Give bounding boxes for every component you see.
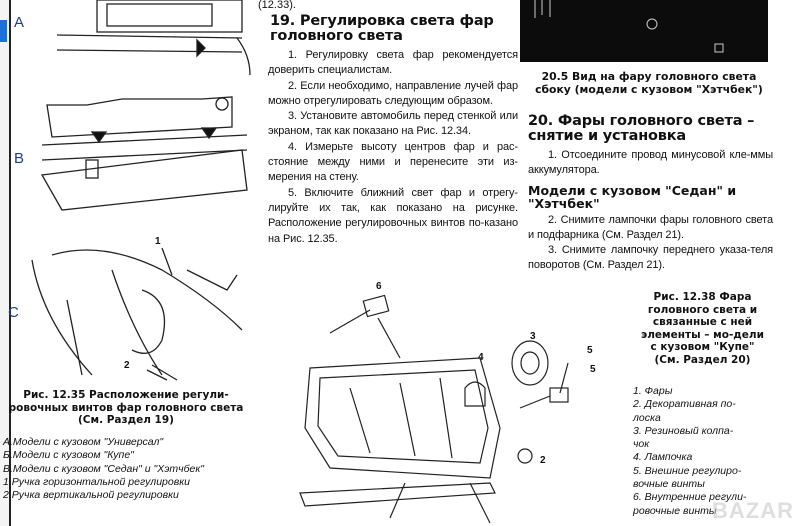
callout-5: 5 <box>587 345 593 356</box>
legend-item: 2. Декоративная по- <box>633 398 736 411</box>
paragraph: 4. Измерьте высоту центров фар и рас-сто… <box>268 140 518 184</box>
legend-item: чок <box>633 438 650 451</box>
section-20-title: 20. Фары головного света – снятие и уста… <box>528 113 755 144</box>
panel-label-b: B <box>14 150 25 167</box>
legend-item: A.Модели с кузовом "Универсал" <box>3 436 164 448</box>
section-20: 20. Фары головного света – снятие и уста… <box>528 114 773 274</box>
callout-2c: 2 <box>540 455 546 466</box>
callout-3: 3 <box>530 331 536 342</box>
legend-item: ровочные винты <box>633 504 717 517</box>
callout-5b: 5 <box>590 364 596 375</box>
edge-tab[interactable] <box>0 20 7 42</box>
legend-item: 1.Ручка горизонтальной регулировки <box>3 475 190 488</box>
callout-1: 1 <box>155 236 161 247</box>
subsection-title: Модели с кузовом "Седан" и "Хэтчбек" <box>528 182 737 211</box>
callout-2: 2 <box>124 360 130 371</box>
legend-item: 4. Лампочка <box>633 451 693 464</box>
headlight-adjuster-illustration <box>31 0 251 381</box>
paragraph: 1. Отсоедините провод минусовой кле-ммы … <box>528 149 773 177</box>
callout-4: 4 <box>478 352 484 363</box>
legend-item: 6. Внутренние регули- <box>633 491 747 504</box>
paragraph: 1. Регулировку света фар рекомендуется д… <box>268 49 518 77</box>
legend-item: 5. Внешние регулиро- <box>633 464 742 477</box>
figure-12-35-legend: A.Модели с кузовом "Универсал" Б.Модели … <box>3 436 204 502</box>
headlight-exploded-diagram <box>299 294 569 524</box>
figure-12-38-legend: 1. Фары 2. Декоративная по- лоска 3. Рез… <box>633 385 746 518</box>
paragraph: 3. Установите автомобиль перед стенкой и… <box>268 110 518 138</box>
window-edge-strip <box>0 0 11 526</box>
legend-item: В.Модели с кузовом "Седан" и "Хэтчбек" <box>3 462 205 475</box>
panel-label-a: A <box>14 14 25 31</box>
panel-label-c: C <box>8 304 19 321</box>
watermark-logo: BAZAR <box>712 498 794 523</box>
legend-item: 2.Ручка вертикальной регулировки <box>3 489 179 502</box>
paragraph: 2. Снимите лампочки фары головного света… <box>528 213 773 241</box>
previous-text-tail: (12.33). <box>258 0 296 11</box>
legend-item: лоска <box>633 411 661 424</box>
section-19-title: 19. Регулировка света фар головного свет… <box>270 13 494 44</box>
paragraph: 5. Включите ближний свет фар и отрегу-ли… <box>268 186 518 245</box>
headlight-photo <box>520 0 768 62</box>
paragraph: 3. Снимите лампочку переднего указа-теля… <box>528 244 773 272</box>
legend-item: 3. Резиновый колпа- <box>633 424 734 437</box>
paragraph: 2. Если необходимо, направление лучей фа… <box>268 79 518 107</box>
legend-item: вочные винты <box>633 478 705 491</box>
photo-20-5-caption: 20.5 Вид на фару головного света сбоку (… <box>535 70 763 96</box>
section-19: 19. Регулировка света фар головного свет… <box>268 13 518 247</box>
figure-12-35-caption: Рис. 12.35 Расположение регули-ровочных … <box>8 389 244 426</box>
figure-12-38-caption: Рис. 12.38 Фара головного света и связан… <box>641 291 764 366</box>
callout-6: 6 <box>376 281 382 292</box>
legend-item: Б.Модели с кузовом "Купе" <box>3 449 134 462</box>
legend-item: 1. Фары <box>633 385 673 397</box>
